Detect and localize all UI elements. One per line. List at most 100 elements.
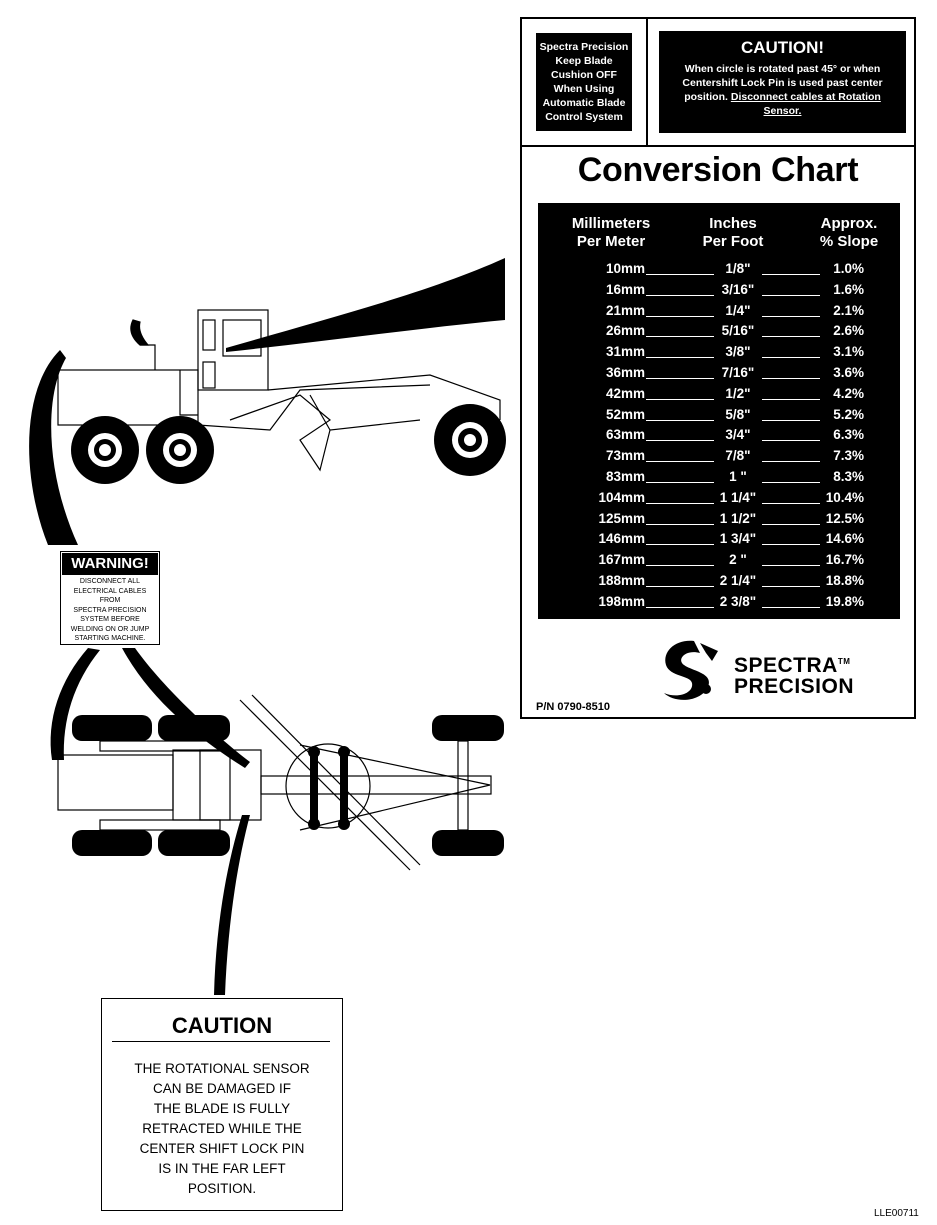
row-millimeters: 10mm — [605, 261, 645, 276]
row-leader-line — [646, 481, 714, 483]
row-inches: 5/16" — [721, 323, 755, 339]
row-millimeters: 167mm — [598, 552, 645, 568]
row-leader-line — [646, 585, 714, 587]
row-leader-line — [762, 606, 820, 608]
header-line: Per Foot — [702, 233, 764, 250]
conversion-decal-panel: Spectra Precision Keep Blade Cushion OFF… — [520, 17, 916, 719]
warning-line: SPECTRA PRECISION — [73, 606, 147, 614]
keep-blade-line: Cushion OFF — [551, 69, 617, 81]
leader-warning-to-side — [29, 350, 78, 545]
warning-line: DISCONNECT ALL — [79, 578, 141, 585]
decal-divider — [646, 19, 648, 145]
row-millimeters: 21mm — [605, 302, 645, 318]
conversion-row: 36mm 7/16" 3.6% — [538, 363, 900, 384]
row-leader-line — [646, 502, 714, 504]
row-leader-line — [762, 502, 820, 504]
row-leader-line — [762, 315, 820, 317]
row-slope: 12.5% — [825, 510, 864, 526]
part-number: P/N 0790-8510 — [536, 701, 610, 713]
row-slope: 19.8% — [825, 593, 864, 609]
row-leader-line — [646, 440, 714, 442]
side-wheels — [71, 404, 506, 484]
header-slope: Approx. % Slope — [804, 215, 894, 251]
warning-decal: WARNING! DISCONNECT ALL ELECTRICAL CABLE… — [60, 551, 160, 645]
row-slope: 16.7% — [825, 552, 864, 568]
row-inches: 3/4" — [725, 427, 751, 443]
row-slope: 3.6% — [833, 364, 864, 380]
header-inches: Inches Per Foot — [688, 215, 778, 251]
caution-sensor-line: IS IN THE FAR LEFT — [158, 1161, 286, 1176]
row-slope: 10.4% — [825, 489, 864, 505]
keep-blade-line: When Using — [553, 83, 615, 95]
header-line: Approx. — [820, 215, 878, 232]
header-line: Millimeters — [571, 215, 651, 232]
row-millimeters: 146mm — [598, 531, 645, 547]
conversion-row: 63mm 3/4" 6.3% — [538, 425, 900, 446]
row-leader-line — [762, 523, 820, 525]
caution-rotation-notice: CAUTION! When circle is rotated past 45°… — [659, 31, 906, 133]
leader-caution-to-top — [214, 815, 250, 995]
row-slope: 6.3% — [833, 427, 864, 443]
row-inches: 3/16" — [721, 281, 755, 297]
warning-line: ELECTRICAL CABLES — [73, 587, 147, 595]
row-millimeters: 198mm — [598, 593, 645, 609]
row-millimeters: 188mm — [598, 572, 645, 588]
row-inches: 7/16" — [721, 364, 755, 380]
leader-warning-to-top-1 — [50, 648, 100, 760]
row-millimeters: 104mm — [598, 489, 645, 505]
caution-sensor-line: POSITION. — [187, 1181, 257, 1196]
row-leader-line — [646, 274, 714, 275]
caution-rotation-text: When circle is rotated past 45° or when … — [682, 63, 883, 103]
caution-sensor-line: THE BLADE IS FULLY — [153, 1101, 291, 1116]
header-line: % Slope — [819, 233, 879, 250]
row-slope: 2.6% — [833, 323, 864, 339]
row-leader-line — [646, 315, 714, 317]
row-slope: 8.3% — [833, 468, 864, 484]
row-slope: 2.1% — [833, 302, 864, 318]
row-leader-line — [762, 440, 820, 442]
spectra-logo-icon — [664, 640, 718, 700]
caution-sensor-body: THE ROTATIONAL SENSOR CAN BE DAMAGED IF … — [102, 1059, 342, 1199]
decal-header-section — [522, 19, 914, 147]
warning-line: STARTING MACHINE. — [74, 635, 146, 642]
row-inches: 1 " — [729, 468, 747, 484]
grader-top-view — [57, 694, 504, 871]
row-inches: 5/8" — [725, 406, 751, 422]
keep-blade-line: Automatic Blade — [542, 97, 626, 109]
row-leader-line — [646, 336, 714, 338]
keep-blade-notice: Spectra Precision Keep Blade Cushion OFF… — [536, 33, 632, 131]
keep-blade-line: Keep Blade — [555, 55, 613, 67]
header-line: Per Meter — [576, 233, 646, 250]
caution-sensor-title: CAUTION — [171, 1013, 273, 1038]
row-slope: 1.6% — [833, 281, 864, 297]
row-leader-line — [646, 461, 714, 463]
row-millimeters: 63mm — [605, 427, 645, 443]
conversion-row: 198mm 2 3/8" 19.8% — [538, 592, 900, 613]
header-millimeters: Millimeters Per Meter — [556, 215, 666, 251]
row-leader-line — [762, 585, 820, 587]
row-millimeters: 31mm — [605, 344, 645, 360]
row-inches: 2 " — [729, 552, 747, 568]
row-leader-line — [762, 481, 820, 483]
trademark-mark: TM — [837, 657, 851, 666]
row-slope: 7.3% — [833, 448, 864, 464]
caution-sensor-decal: CAUTION THE ROTATIONAL SENSOR CAN BE DAM… — [101, 998, 343, 1211]
row-leader-line — [762, 274, 820, 275]
row-millimeters: 36mm — [605, 364, 645, 380]
caution-rotation-underlined: Disconnect cables at Rotation Sensor. — [730, 91, 881, 117]
row-leader-line — [646, 377, 714, 379]
row-inches: 2 3/8" — [719, 593, 757, 609]
row-leader-line — [762, 544, 820, 546]
row-millimeters: 125mm — [598, 510, 645, 526]
row-leader-line — [762, 461, 820, 463]
caution-rotation-body: When circle is rotated past 45° or when … — [667, 62, 898, 118]
